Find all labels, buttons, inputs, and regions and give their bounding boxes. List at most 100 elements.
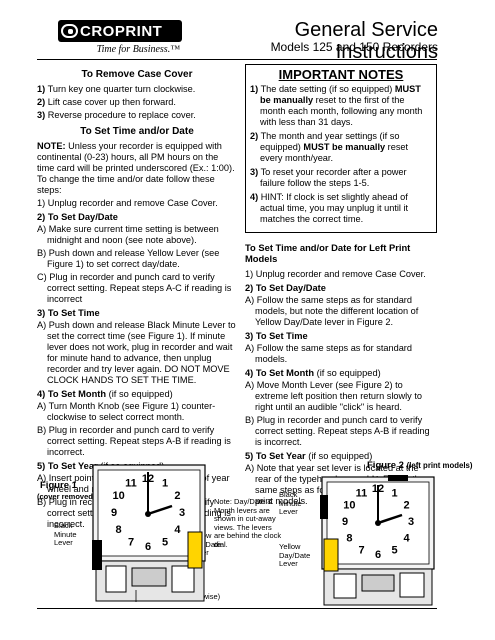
- step-text: Reverse procedure to replace cover.: [47, 110, 196, 120]
- figure-note: Note: Day/Date & Month levers are shown …: [214, 497, 282, 549]
- dial-number: 8: [346, 533, 352, 545]
- fig1-print-head: [131, 567, 167, 587]
- dial-number: 8: [116, 524, 122, 536]
- step-text: Turn key one quarter turn clockwise.: [47, 84, 196, 94]
- dial-number: 10: [112, 490, 124, 502]
- fig2-ribbon-spool: [333, 573, 357, 599]
- dial-number: 9: [342, 516, 348, 528]
- note-item: 4) HINT: If clock is set slightly ahead …: [250, 192, 432, 225]
- note-text: HINT: If clock is set slightly ahead of …: [260, 192, 409, 224]
- r-s4-list: A) Move Month Lever (see Figure 2) to ex…: [245, 380, 437, 448]
- footer-rule: [37, 608, 437, 609]
- fig2-gear-block: [399, 572, 425, 598]
- fig2-yellow-lever: [323, 538, 339, 572]
- logo-box: CROPRINT: [58, 20, 182, 42]
- r-s5-heading: 5) To Set Year (if so equipped): [245, 451, 437, 462]
- dial-number: 3: [179, 507, 185, 519]
- fig1-yellow-lever: [187, 531, 203, 569]
- fig1-gear-block: [171, 565, 195, 593]
- note-label: NOTE:: [37, 141, 66, 151]
- step-item: A) Follow the same steps as for standard…: [245, 343, 412, 364]
- s2-heading: 2) To Set Day/Date: [37, 212, 118, 222]
- dial-number: 1: [391, 487, 397, 499]
- s5-title: 5) To Set Year: [37, 461, 98, 471]
- fig2-sub: (left print models): [406, 461, 473, 470]
- dial-number: 11: [125, 478, 137, 490]
- fig2-black-lever: [320, 495, 328, 519]
- step-number: 2): [37, 97, 46, 107]
- s4-opt: (if so equipped): [108, 389, 173, 399]
- important-notes-list: 1) The date setting (if so equipped) MUS…: [250, 84, 432, 225]
- fig1-ribbon-spool: [105, 565, 127, 593]
- fig2-hub: [375, 520, 381, 526]
- remove-cover-heading: To Remove Case Cover: [81, 69, 193, 80]
- dial-number: 9: [111, 507, 117, 519]
- note-paragraph: NOTE: Unless your recorder is equipped w…: [37, 141, 237, 196]
- note-text: The month and year settings (if so equip…: [260, 131, 400, 152]
- dial-number: 5: [391, 545, 397, 557]
- dial-number: 6: [145, 541, 151, 553]
- fig2-month-lever: [388, 475, 408, 481]
- important-notes-title: IMPORTANT NOTES: [278, 67, 404, 82]
- note-item: 2) The month and year settings (if so eq…: [250, 131, 432, 164]
- step-item: A) Turn Month Knob (see Figure 1) counte…: [37, 401, 216, 422]
- step-item: A) Push down and release Black Minute Le…: [37, 320, 236, 385]
- dial-number: 4: [404, 533, 411, 545]
- fig2-print-head: [361, 574, 395, 592]
- step-number: 1): [37, 84, 46, 94]
- logo-brand: CROPRINT: [80, 22, 163, 40]
- r-s3-list: A) Follow the same steps as for standard…: [245, 343, 437, 365]
- page-title: General Service Instructions: [294, 19, 438, 63]
- fig1-title: Figure 1: [40, 480, 77, 491]
- fig1-black-lever: [92, 540, 102, 570]
- dial-number: 10: [343, 500, 355, 512]
- logo-tagline: Time for Business.™: [96, 44, 180, 55]
- step-number: 3): [37, 110, 46, 120]
- fig2-yellow-lever-label: Yellow Day/Date Lever: [279, 542, 311, 568]
- remove-step: 1) Turn key one quarter turn clockwise.: [37, 84, 237, 95]
- fig1-sub: (cover removed): [37, 492, 96, 501]
- step-item: C) Plug in recorder and punch card to ve…: [37, 272, 232, 304]
- r-s4-heading: 4) To Set Month (if so equipped): [245, 368, 437, 379]
- note-text-end: reset to the first of the month each mon…: [260, 95, 423, 127]
- note-emphasis: MUST be manually: [260, 84, 421, 105]
- note-text: The date setting (if so equipped): [260, 84, 395, 94]
- note-item: 3) To reset your recorder after a power …: [250, 167, 432, 189]
- note-emphasis: MUST be manually: [303, 142, 386, 152]
- step-item: A) Make sure current time setting is bet…: [37, 224, 219, 245]
- r-s2-list: A) Follow the same steps as for standard…: [245, 295, 437, 328]
- dial-number: 12: [142, 473, 154, 485]
- dial-number: 11: [356, 487, 368, 499]
- step-item: B) Push down and release Yellow Lever (s…: [37, 248, 220, 269]
- note-item: 1) The date setting (if so equipped) MUS…: [250, 84, 432, 128]
- note-number: 1): [250, 84, 259, 94]
- important-notes-box: IMPORTANT NOTES 1) The date setting (if …: [245, 64, 437, 233]
- s3-heading: 3) To Set Time: [37, 308, 100, 318]
- note-number: 3): [250, 167, 259, 177]
- dial-number: 6: [375, 549, 381, 561]
- page-subtitle: Models 125 and 150 Recorders: [270, 40, 438, 54]
- note-number: 2): [250, 131, 259, 141]
- acroprint-logo: CROPRINT Time for Business.™: [58, 20, 182, 56]
- r-s5-title: 5) To Set Year: [245, 451, 306, 461]
- r-s3-heading: 3) To Set Time: [245, 331, 308, 341]
- step-item: B) Plug in recorder and punch card to ve…: [37, 425, 231, 457]
- remove-step: 3) Reverse procedure to replace cover.: [37, 110, 237, 121]
- s4-list: A) Turn Month Knob (see Figure 1) counte…: [37, 401, 237, 458]
- fig2-hour-hand: [377, 513, 403, 525]
- remove-step: 2) Lift case cover up then forward.: [37, 97, 237, 108]
- dial-number: 4: [174, 524, 181, 536]
- dial-number: 1: [162, 478, 168, 490]
- dial-number: 7: [128, 536, 134, 548]
- dial-number: 5: [162, 536, 168, 548]
- s3-list: A) Push down and release Black Minute Le…: [37, 320, 237, 386]
- fig1-hub: [145, 511, 151, 517]
- r-s5-opt: (if so equipped): [308, 451, 373, 461]
- note-text: To reset your recorder after a power fai…: [260, 167, 407, 188]
- step-text: Lift case cover up then forward.: [47, 97, 176, 107]
- dial-number: 12: [372, 483, 384, 495]
